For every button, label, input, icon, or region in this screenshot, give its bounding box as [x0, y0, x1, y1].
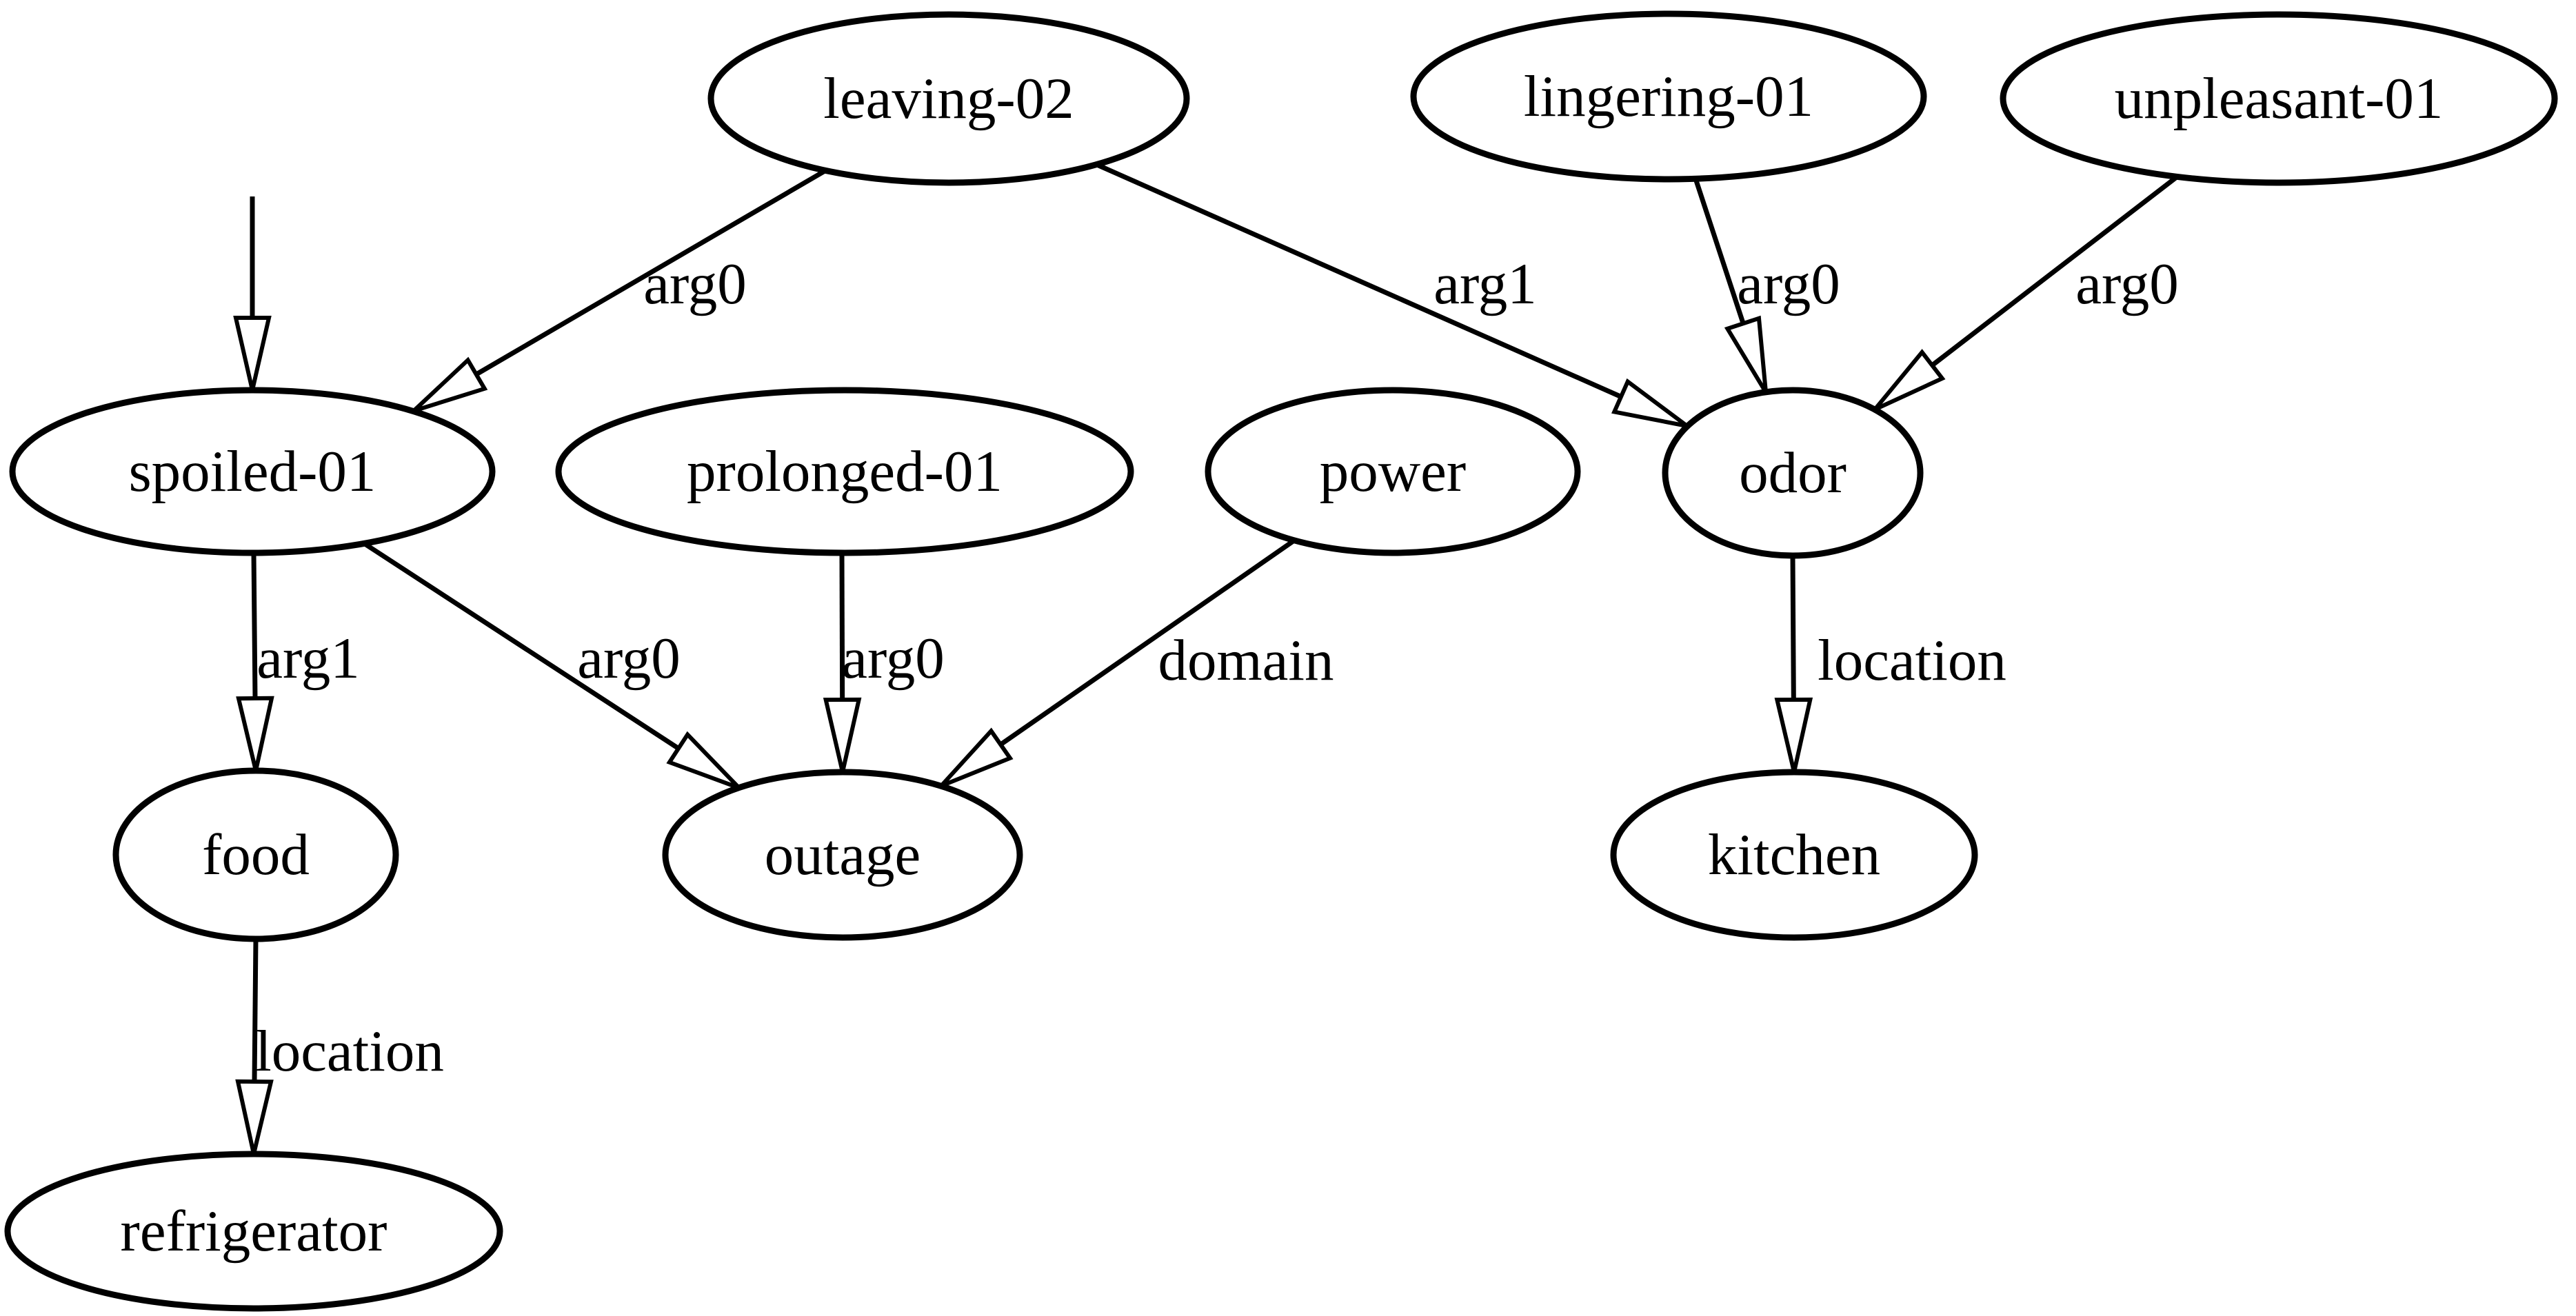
- node-label: outage: [765, 822, 921, 887]
- node-label: spoiled-01: [129, 439, 376, 504]
- node-ellipse: [112, 767, 399, 942]
- node-ellipse: [2000, 11, 2558, 186]
- arrowhead-icon: [1873, 349, 1946, 412]
- node-ellipse: [707, 11, 1190, 186]
- node-ellipse: [555, 387, 1134, 556]
- edge-label: arg1: [256, 626, 360, 691]
- arrowhead-icon: [939, 727, 1014, 788]
- arrowhead-icon: [823, 697, 862, 773]
- edge-unpleasant-01-odor: arg0: [1873, 174, 2180, 412]
- edge-odor-kitchen: location: [1774, 555, 2006, 773]
- node-label: refrigerator: [121, 1199, 388, 1264]
- node-label: kitchen: [1708, 822, 1880, 887]
- node-label: unpleasant-01: [2115, 66, 2444, 131]
- arrowhead-icon: [235, 1079, 274, 1155]
- arrowhead-icon: [1774, 697, 1813, 773]
- node-food: food: [112, 767, 399, 942]
- node-label: food: [202, 822, 310, 887]
- edge-spoiled-01-outage: arg0: [361, 540, 741, 790]
- arrowhead-icon: [666, 731, 741, 790]
- edge-food-refrigerator: location: [235, 938, 444, 1155]
- edge-power-outage: domain: [939, 538, 1334, 788]
- node-kitchen: kitchen: [1610, 769, 1978, 941]
- edge-label: arg0: [1737, 252, 1840, 316]
- node-refrigerator: refrigerator: [4, 1151, 503, 1312]
- edge-line: [999, 538, 1296, 747]
- edge-line: [251, 552, 258, 699]
- node-outage: outage: [662, 769, 1023, 941]
- node-lingering-01: lingering-01: [1410, 10, 1927, 183]
- node-ellipse: [1410, 10, 1927, 183]
- edge-line: [474, 168, 827, 377]
- edge-leaving-02-odor: arg1: [1096, 162, 1689, 428]
- edge-label: arg0: [643, 252, 747, 316]
- edge-label: arg0: [2075, 252, 2179, 316]
- node-odor: odor: [1662, 387, 1924, 559]
- node-label: odor: [1739, 441, 1847, 505]
- node-ellipse: [1610, 769, 1978, 941]
- edge-line: [252, 938, 259, 1082]
- edge-line: [839, 552, 845, 700]
- edge-leaving-02-spoiled-01: arg0: [412, 168, 827, 413]
- edge-root-spoiled-01: [233, 196, 272, 391]
- node-ellipse: [4, 1151, 503, 1312]
- node-unpleasant-01: unpleasant-01: [2000, 11, 2558, 186]
- edge-line: [1693, 177, 1746, 325]
- node-ellipse: [662, 769, 1023, 941]
- arrowhead-icon: [233, 316, 272, 391]
- node-spoiled-01: spoiled-01: [9, 387, 496, 556]
- node-prolonged-01: prolonged-01: [555, 387, 1134, 556]
- node-power: power: [1205, 387, 1581, 556]
- edge-label: location: [255, 1019, 444, 1084]
- edge-label: arg1: [1433, 252, 1537, 316]
- edge-lingering-01-odor: arg0: [1693, 177, 1840, 394]
- edge-prolonged-01-outage: arg0: [823, 552, 945, 773]
- arrowhead-icon: [1611, 378, 1689, 428]
- edge-label: domain: [1158, 628, 1334, 693]
- node-ellipse: [9, 387, 496, 556]
- edges-layer: arg0 arg1 arg0 arg0 arg1 arg0 arg0 domain locati…: [233, 162, 2180, 1155]
- arrowhead-icon: [412, 356, 488, 413]
- edge-label: arg0: [841, 626, 945, 691]
- edge-line: [1096, 162, 1622, 399]
- arrowhead-icon: [1724, 315, 1768, 394]
- edge-label: arg0: [577, 626, 681, 691]
- node-label: prolonged-01: [687, 439, 1003, 504]
- edge-line: [1931, 174, 2180, 367]
- edge-line: [361, 540, 680, 751]
- node-label: lingering-01: [1524, 64, 1813, 129]
- edge-label: location: [1818, 628, 2006, 693]
- arrowhead-icon: [236, 696, 274, 771]
- node-label: leaving-02: [823, 66, 1074, 131]
- node-label: power: [1320, 439, 1466, 504]
- node-ellipse: [1205, 387, 1581, 556]
- nodes-layer: leaving-02 lingering-01 unpleasant-01 spoil…: [4, 10, 2558, 1312]
- node-ellipse: [1662, 387, 1924, 559]
- node-leaving-02: leaving-02: [707, 11, 1190, 186]
- edge-spoiled-01-food: arg1: [236, 552, 360, 771]
